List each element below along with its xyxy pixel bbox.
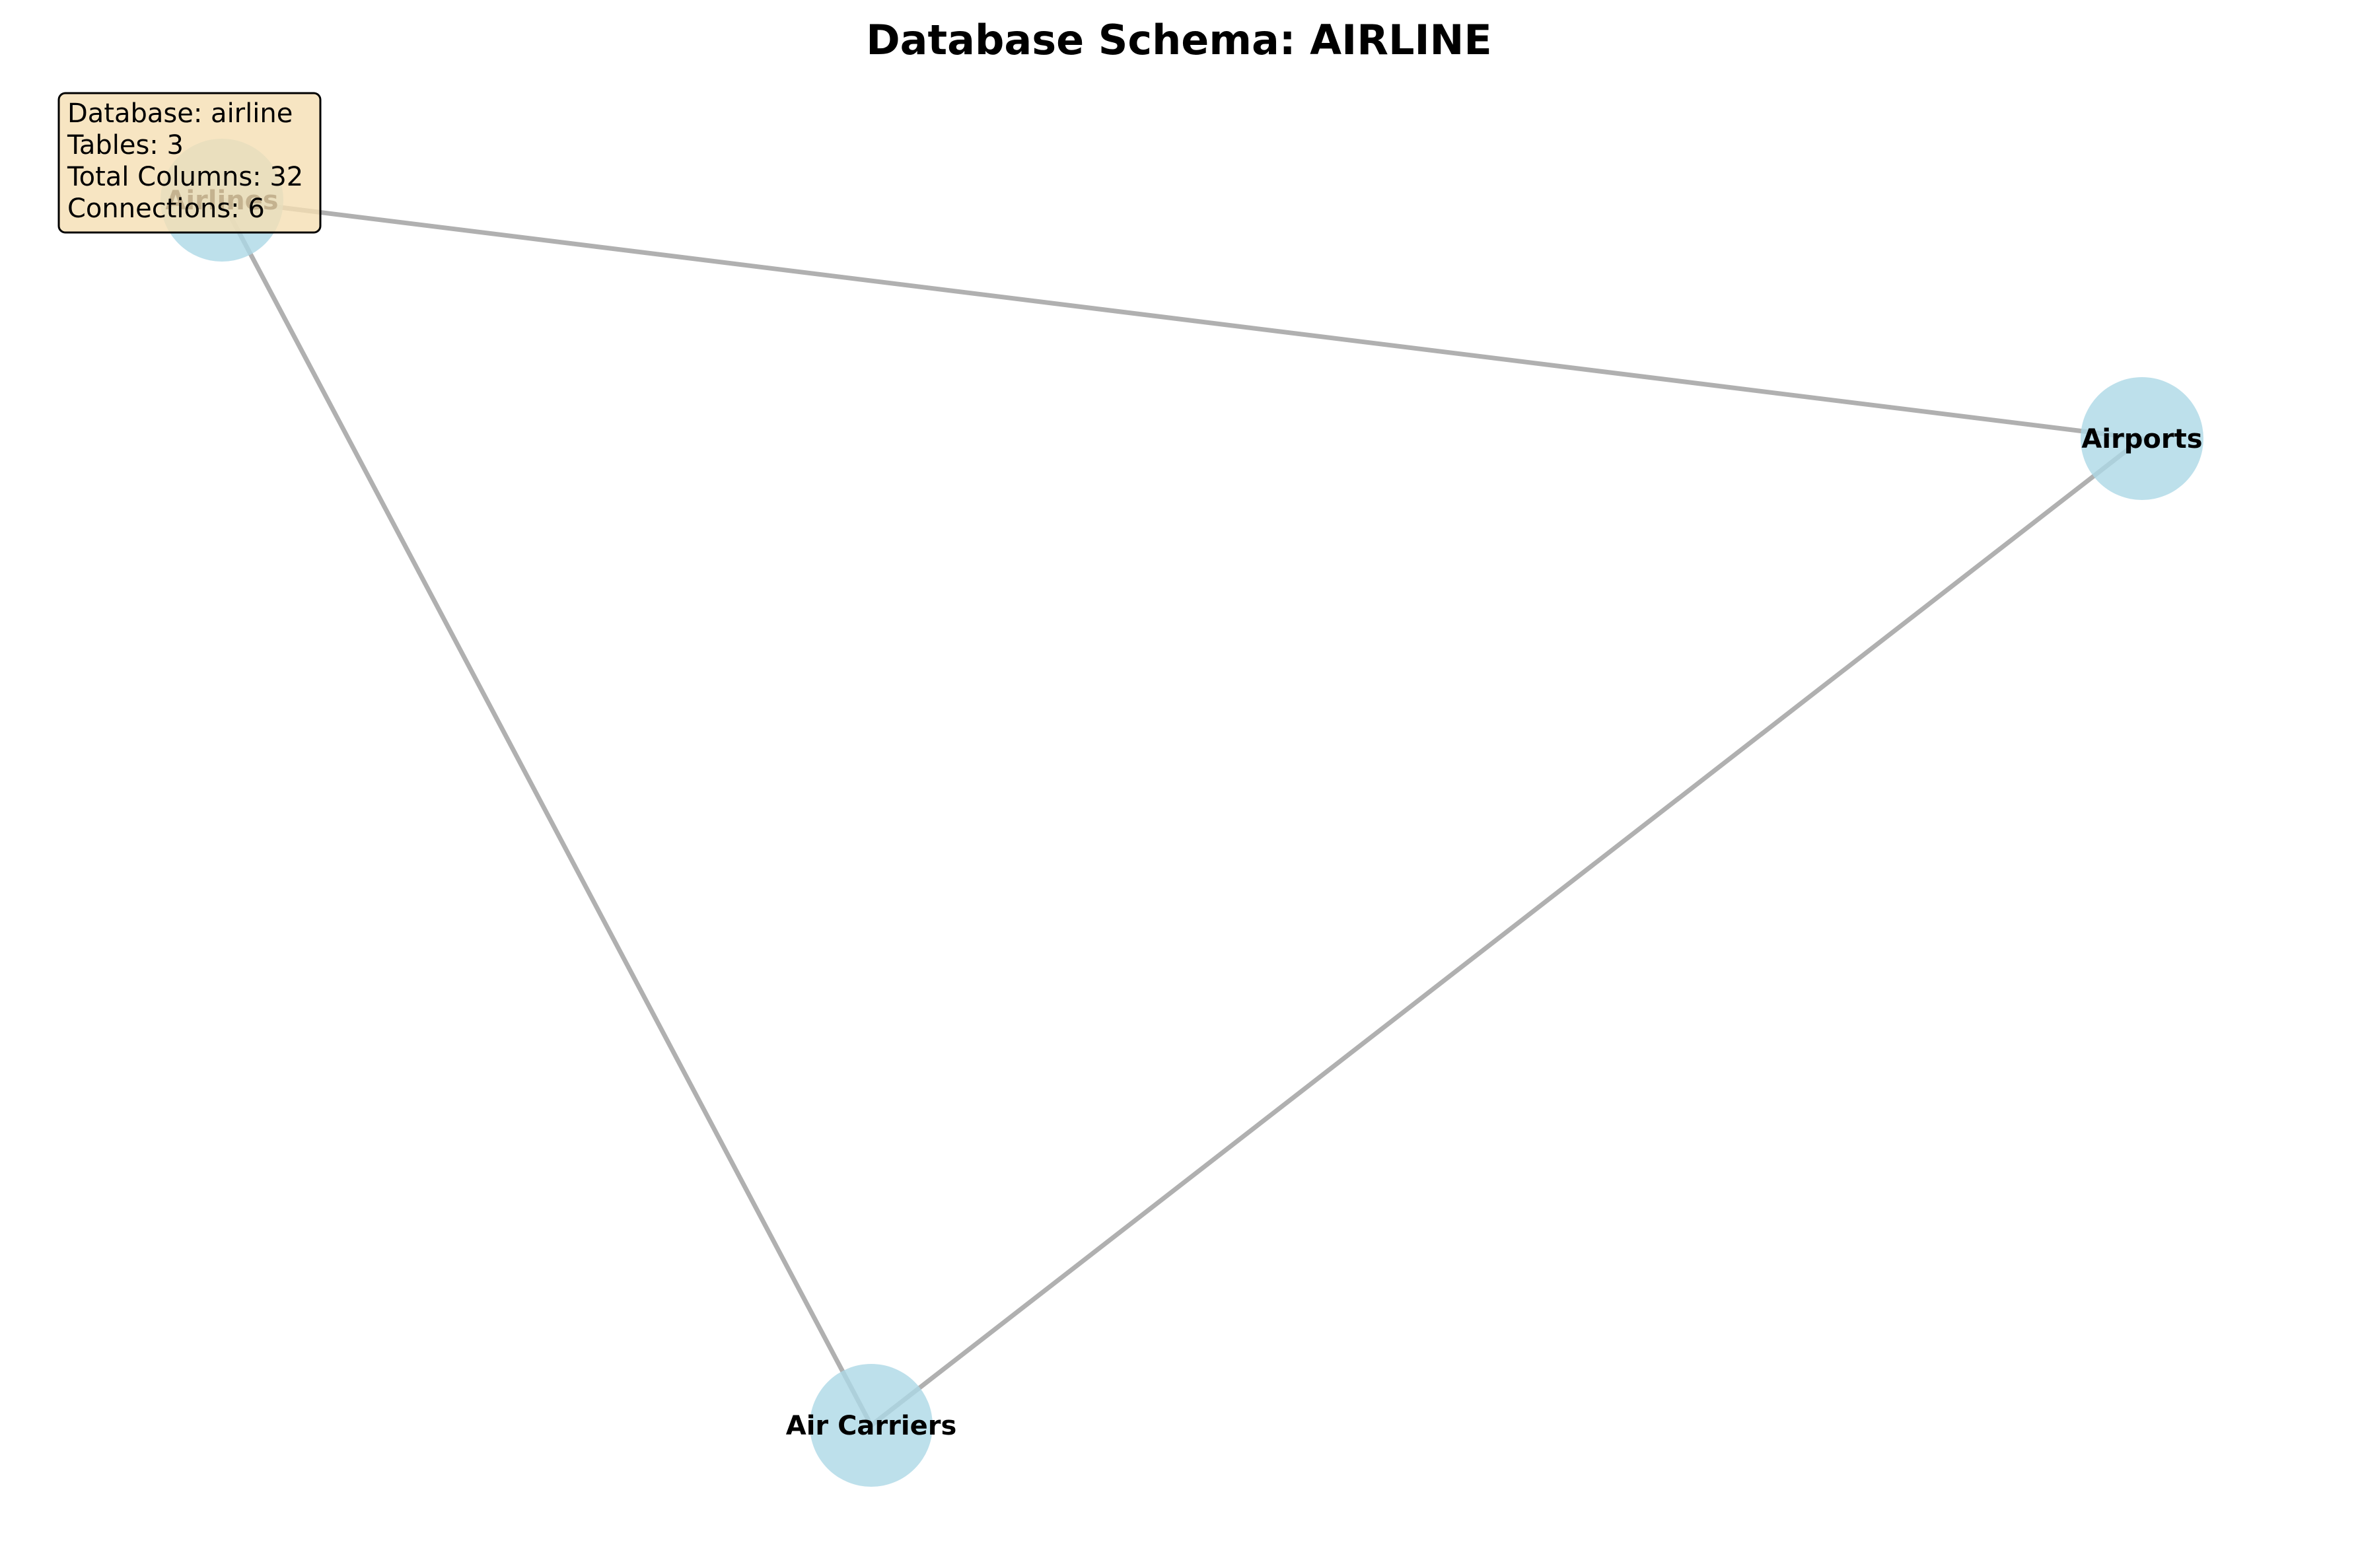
- node-label: Airports: [2081, 424, 2202, 454]
- info-box: Database: airline Tables: 3 Total Column…: [57, 92, 322, 234]
- info-box-background: [57, 92, 322, 234]
- node-circle: [2081, 377, 2203, 500]
- edge-airlines-air_carriers: [219, 197, 874, 1428]
- diagram-title: Database Schema: AIRLINE: [866, 16, 1492, 64]
- info-line-tables: Tables: 3: [67, 130, 184, 160]
- info-line-database: Database: airline: [67, 98, 293, 129]
- node-air-carriers: Air Carriers: [786, 1364, 957, 1487]
- node-label: Air Carriers: [786, 1411, 957, 1441]
- info-line-total-columns: Total Columns: 32: [67, 162, 303, 192]
- edge-airlines-airports: [219, 197, 2145, 441]
- edge-airports-air_carriers: [869, 436, 2145, 1428]
- node-circle: [810, 1364, 933, 1487]
- edges-layer: [219, 197, 2145, 1428]
- node-airports: Airports: [2081, 377, 2203, 500]
- info-line-connections: Connections: 6: [67, 194, 265, 224]
